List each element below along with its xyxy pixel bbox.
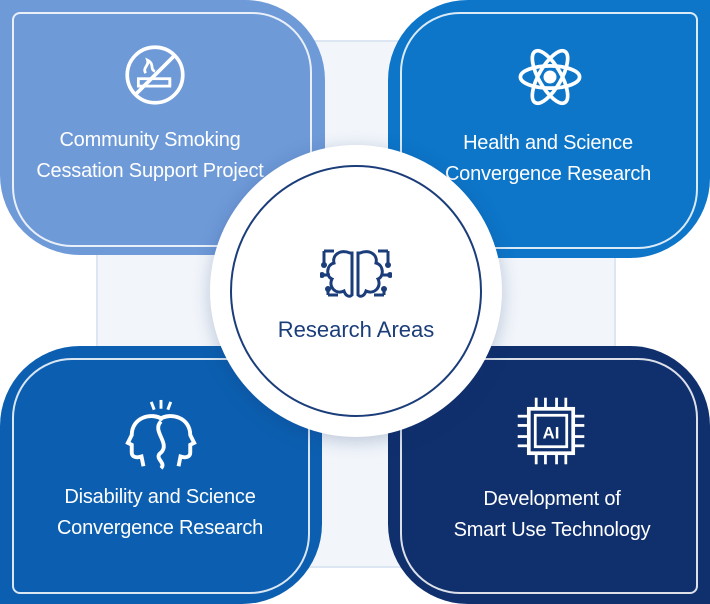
ai-chip-icon: AI xyxy=(517,397,585,465)
card-label-line1: Community Smoking xyxy=(59,129,241,151)
card-label-line1: Health and Science xyxy=(463,132,633,154)
card-label-line1: Development of xyxy=(483,488,621,510)
card-label-line1: Disability and Science xyxy=(64,486,256,508)
card-community-smoking-cessation[interactable]: Community Smoking Cessation Support Proj… xyxy=(0,0,325,255)
card-inner-border xyxy=(12,12,312,247)
card-label: Community Smoking Cessation Support Proj… xyxy=(0,125,300,187)
card-label: Health and Science Convergence Research xyxy=(398,128,698,190)
brain-circuit-icon xyxy=(320,249,392,298)
card-inner-border xyxy=(400,12,698,249)
card-label-line2: Smart Use Technology xyxy=(453,519,651,541)
center-ring xyxy=(230,165,482,417)
svg-text:AI: AI xyxy=(543,423,560,442)
center-circle: Research Areas xyxy=(210,145,502,437)
card-inner-border xyxy=(12,358,310,594)
atom-icon xyxy=(518,48,582,106)
card-label: Development of Smart Use Technology xyxy=(402,484,702,546)
card-health-science-convergence[interactable]: Health and Science Convergence Research xyxy=(388,0,710,258)
card-inner-border xyxy=(400,358,698,594)
center-title: Research Areas xyxy=(277,317,435,342)
card-label-line2: Convergence Research xyxy=(56,517,264,539)
card-label-line2: Convergence Research xyxy=(444,163,652,185)
no-smoking-icon xyxy=(125,45,185,105)
card-label: Disability and Science Convergence Resea… xyxy=(10,482,310,544)
card-label-line2: Cessation Support Project xyxy=(36,160,264,182)
two-heads-icon xyxy=(125,399,197,470)
